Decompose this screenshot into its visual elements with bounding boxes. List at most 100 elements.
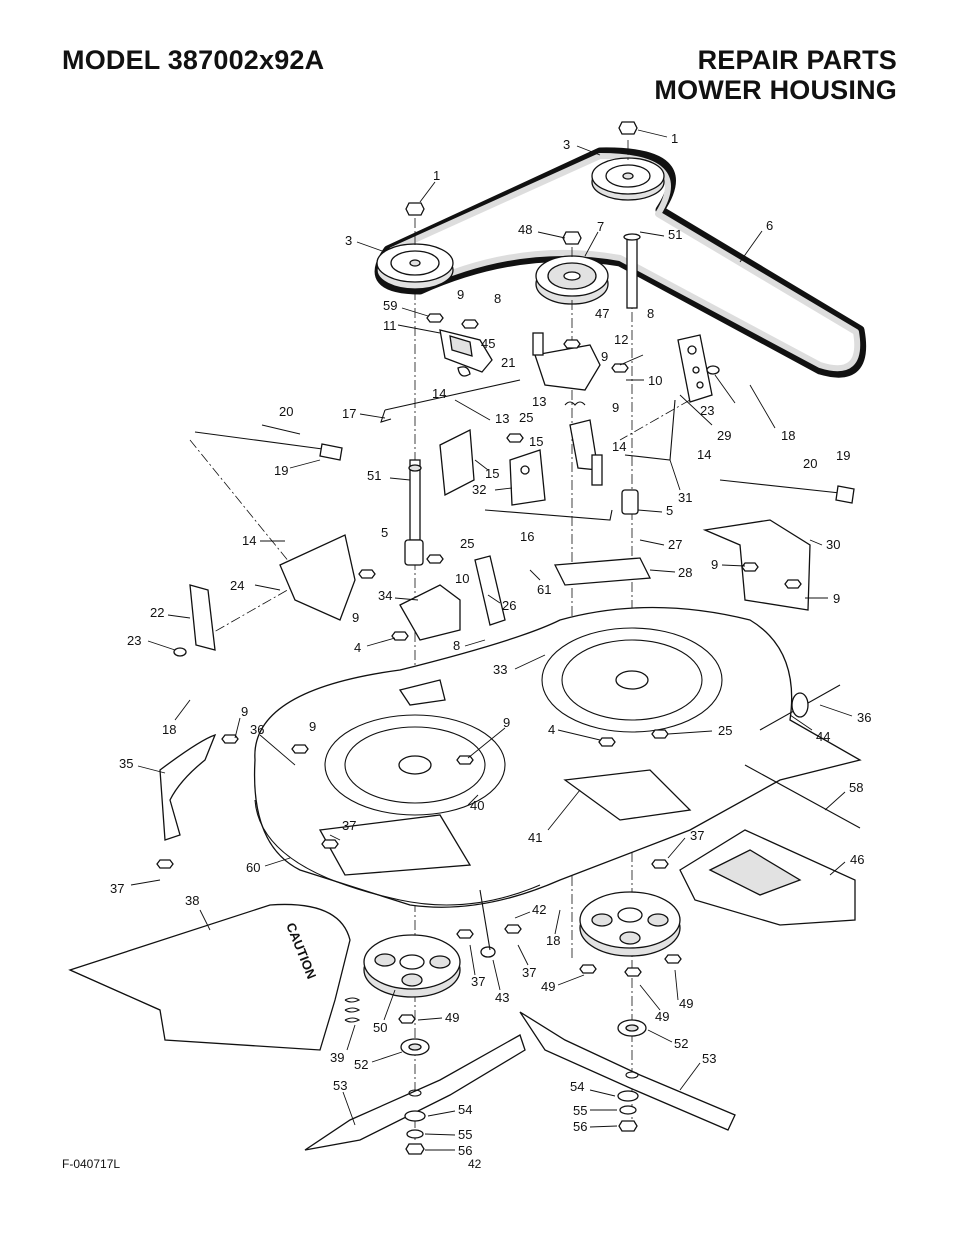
callout-label: 36 xyxy=(857,710,871,725)
blade-adapter-right xyxy=(579,891,681,957)
callout-label: 5 xyxy=(666,503,673,518)
callout-label: 8 xyxy=(453,638,460,653)
page-number: 42 xyxy=(468,1157,482,1171)
spacer-5-right xyxy=(621,489,639,515)
callout-label: 24 xyxy=(230,578,244,593)
callout-label: 48 xyxy=(518,222,532,237)
callout-label: 9 xyxy=(352,610,359,625)
callout-label: 33 xyxy=(493,662,507,677)
bracket-34 xyxy=(399,584,461,641)
callout-label: 11 xyxy=(383,318,397,333)
section-title: MOWER HOUSING xyxy=(654,75,897,105)
callout-label: 34 xyxy=(378,588,392,603)
rod-16 xyxy=(484,509,613,521)
callout-label: 26 xyxy=(502,598,516,613)
callout-label: 21 xyxy=(501,355,515,370)
callout-label: 1 xyxy=(671,131,678,146)
callout-label: 42 xyxy=(532,902,546,917)
callout-label: 4 xyxy=(354,640,361,655)
callout-label: 55 xyxy=(458,1127,472,1142)
blade-hardware-left xyxy=(404,1110,426,1155)
idler-pulley-right xyxy=(591,121,665,201)
callout-label: 51 xyxy=(668,227,682,242)
callout-label: 61 xyxy=(537,582,551,597)
callout-label: 7 xyxy=(597,219,604,234)
bracket-15-right xyxy=(569,419,603,486)
washer-52-left xyxy=(400,1038,430,1056)
callout-label: 23 xyxy=(700,403,714,418)
callout-label: 15 xyxy=(485,466,499,481)
fasteners xyxy=(156,313,802,1024)
callout-label: 44 xyxy=(816,729,830,744)
callout-label: 13 xyxy=(495,411,509,426)
callout-label: 49 xyxy=(541,979,555,994)
callout-label: 50 xyxy=(373,1020,387,1035)
callout-label: 32 xyxy=(472,482,486,497)
leader-lines xyxy=(130,129,853,1151)
callout-label: 39 xyxy=(330,1050,344,1065)
callout-label: 9 xyxy=(711,557,718,572)
bracket-29 xyxy=(677,334,713,403)
deflector-bracket-35 xyxy=(159,733,217,841)
callout-label: 52 xyxy=(674,1036,688,1051)
rod-20-right xyxy=(719,479,855,504)
callout-label: 25 xyxy=(460,536,474,551)
callout-label: 17 xyxy=(342,406,356,421)
callout-label: 60 xyxy=(246,860,260,875)
callout-label: 8 xyxy=(494,291,501,306)
callout-label: 49 xyxy=(655,1009,669,1024)
callout-label: 59 xyxy=(383,298,397,313)
callout-label: 55 xyxy=(573,1103,587,1118)
callout-label: 9 xyxy=(612,400,619,415)
callout-label: 28 xyxy=(678,565,692,580)
bracket-22 xyxy=(189,584,216,651)
idler-arm-12 xyxy=(532,332,601,391)
callout-label: 18 xyxy=(781,428,795,443)
blade-adapter-left-50 xyxy=(363,934,461,998)
shaft-51-right xyxy=(623,233,641,309)
callout-label: 54 xyxy=(458,1102,472,1117)
callout-label: 29 xyxy=(717,428,731,443)
callout-label: 9 xyxy=(503,715,510,730)
callout-label: 35 xyxy=(119,756,133,771)
idler-arm-bracket-11 xyxy=(439,329,493,377)
callout-label: 12 xyxy=(614,332,628,347)
bracket-28 xyxy=(553,557,652,586)
callout-label: 9 xyxy=(457,287,464,302)
callout-label: 9 xyxy=(601,349,608,364)
rod-58 xyxy=(744,764,861,829)
callout-label: 54 xyxy=(570,1079,584,1094)
bracket-24 xyxy=(279,534,356,621)
callout-label: 47 xyxy=(595,306,609,321)
washer-52-right xyxy=(617,1019,647,1037)
callout-label: 53 xyxy=(333,1078,347,1093)
blade-hardware-right xyxy=(617,1090,639,1132)
lever-31 xyxy=(624,399,676,461)
callout-label: 13 xyxy=(532,394,546,409)
callout-label: 20 xyxy=(803,456,817,471)
callout-label: 40 xyxy=(470,798,484,813)
callout-label: 8 xyxy=(647,306,654,321)
callout-label: 36 xyxy=(250,722,264,737)
callout-label: 16 xyxy=(520,529,534,544)
callout-label: 56 xyxy=(458,1143,472,1158)
callout-label: 53 xyxy=(702,1051,716,1066)
callout-label: 9 xyxy=(241,704,248,719)
callout-label: 3 xyxy=(563,137,570,152)
callout-label: 38 xyxy=(185,893,199,908)
callout-label: 10 xyxy=(648,373,662,388)
callout-label: 14 xyxy=(612,439,626,454)
rod-17 xyxy=(380,379,521,423)
callout-label: 10 xyxy=(455,571,469,586)
rod-20-left xyxy=(194,431,343,461)
shaft-51-left xyxy=(408,459,422,541)
callout-label: 41 xyxy=(528,830,542,845)
callout-label: 20 xyxy=(279,404,293,419)
rod-44 xyxy=(759,684,841,731)
callout-label: 49 xyxy=(679,996,693,1011)
callout-label: 37 xyxy=(690,828,704,843)
callout-label: 4 xyxy=(548,722,555,737)
callout-label: 58 xyxy=(849,780,863,795)
callout-label: 43 xyxy=(495,990,509,1005)
callout-label: 18 xyxy=(546,933,560,948)
